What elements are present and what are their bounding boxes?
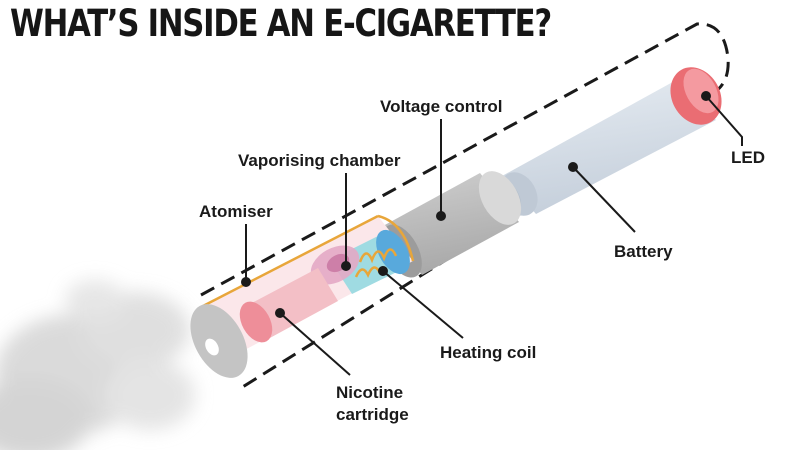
label-heating-coil: Heating coil xyxy=(440,343,536,362)
label-atomiser: Atomiser xyxy=(199,202,273,221)
label-nicotine-line2: cartridge xyxy=(336,405,409,424)
atomiser-part xyxy=(202,214,415,354)
vapour-cloud xyxy=(0,280,195,450)
label-led: LED xyxy=(731,148,765,167)
nicotine-cartridge-leader xyxy=(279,312,351,376)
label-nicotine-line1: Nicotine xyxy=(336,383,403,402)
label-voltage-control: Voltage control xyxy=(380,97,502,116)
diagram-title: WHAT’S INSIDE AN E-CIGARETTE? xyxy=(10,2,552,45)
label-battery: Battery xyxy=(614,242,673,261)
led-leader xyxy=(705,95,743,146)
label-vaporising-chamber: Vaporising chamber xyxy=(238,151,401,170)
mouthpiece-part xyxy=(190,304,248,378)
leader-dots xyxy=(241,91,711,318)
leader-lines xyxy=(245,95,743,376)
heating-coil-graphic xyxy=(354,248,398,278)
battery-leader xyxy=(572,166,636,233)
led-part xyxy=(670,67,722,125)
heating-coil-leader xyxy=(382,270,464,339)
